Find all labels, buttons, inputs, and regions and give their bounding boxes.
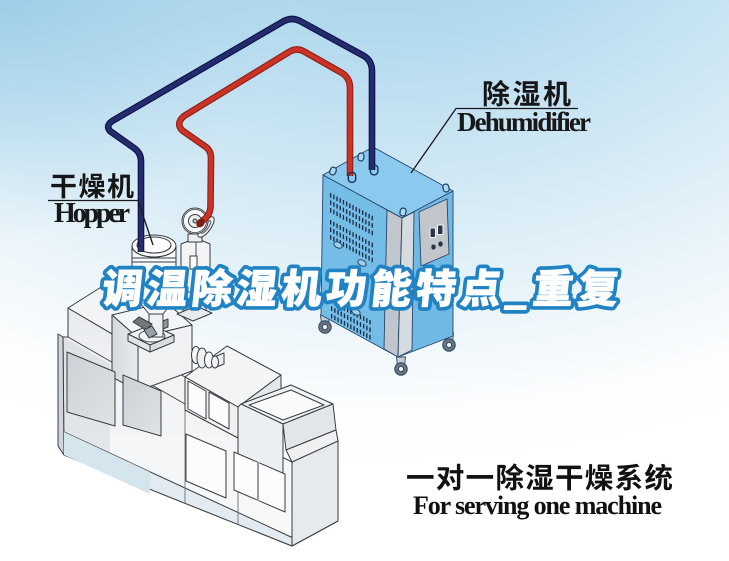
svg-text:Hopper: Hopper	[54, 198, 130, 229]
svg-text:For serving one machine: For serving one machine	[413, 491, 662, 520]
svg-text:Dehumidifier: Dehumidifier	[457, 107, 591, 137]
